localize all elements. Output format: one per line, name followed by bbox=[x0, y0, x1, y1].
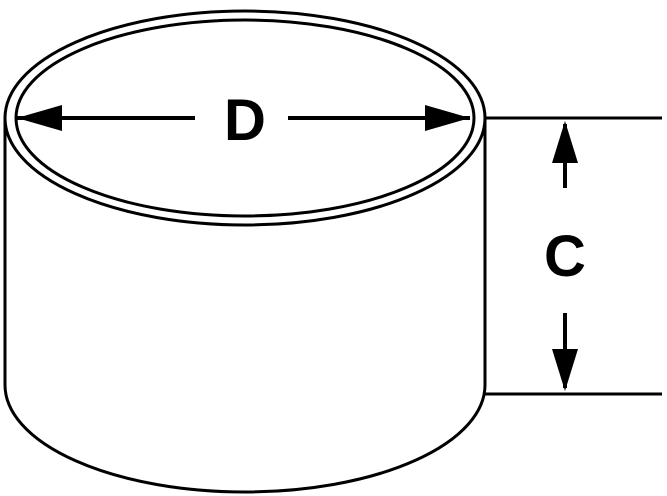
height-arrowhead-up bbox=[552, 121, 578, 163]
diameter-dimension bbox=[17, 105, 470, 131]
diameter-arrowhead-right bbox=[425, 105, 470, 131]
height-dimension bbox=[485, 116, 662, 396]
diameter-label: D bbox=[224, 88, 266, 153]
height-label: C bbox=[544, 224, 586, 289]
height-arrowhead-down bbox=[552, 349, 578, 391]
diameter-arrowhead-left bbox=[17, 105, 62, 131]
cylinder-top-inner-rim bbox=[14, 18, 476, 218]
cylinder bbox=[3, 9, 487, 494]
